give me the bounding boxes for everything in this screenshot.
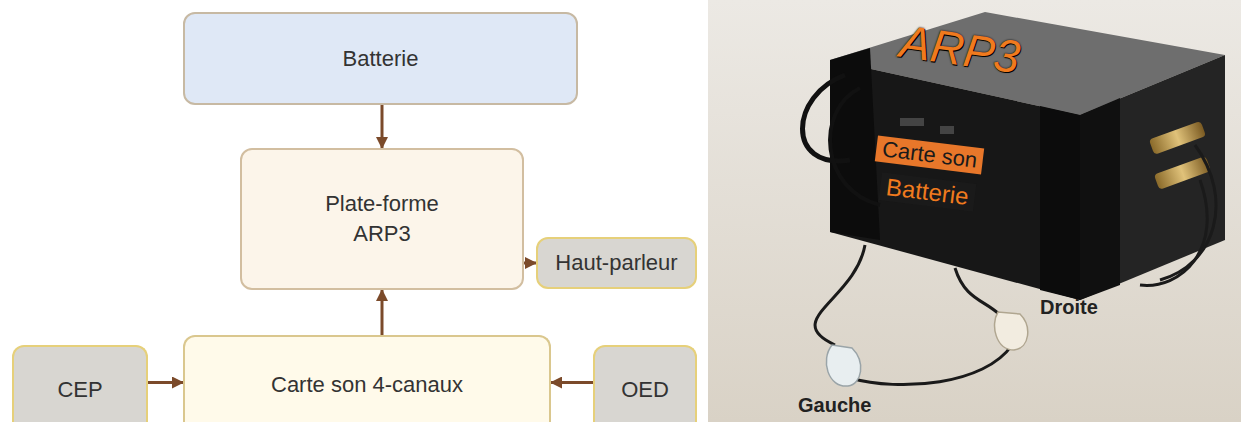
flow-arrow [551,381,593,384]
side-label: Droite [1040,296,1098,319]
box-text: OED [621,375,669,405]
box-text: Batterie [343,44,419,74]
soundcard-box: Carte son 4-canaux [183,335,551,422]
side-label: Gauche [798,394,871,417]
box-text: Carte son 4-canaux [271,370,463,400]
flow-arrow [381,290,384,335]
speaker-box: Haut-parleur [536,237,697,289]
box-text: Haut-parleur [555,248,677,278]
platform-box: Plate-forme ARP3 [240,148,524,290]
input-box: OED [593,345,697,422]
flow-arrow [524,262,536,265]
flow-arrow [381,105,384,148]
battery-box: Batterie [183,12,578,105]
box-text: Plate-forme ARP3 [312,189,452,248]
flow-arrow [148,381,183,384]
box-text: CEP [57,375,102,405]
input-box: CEP [12,345,148,422]
